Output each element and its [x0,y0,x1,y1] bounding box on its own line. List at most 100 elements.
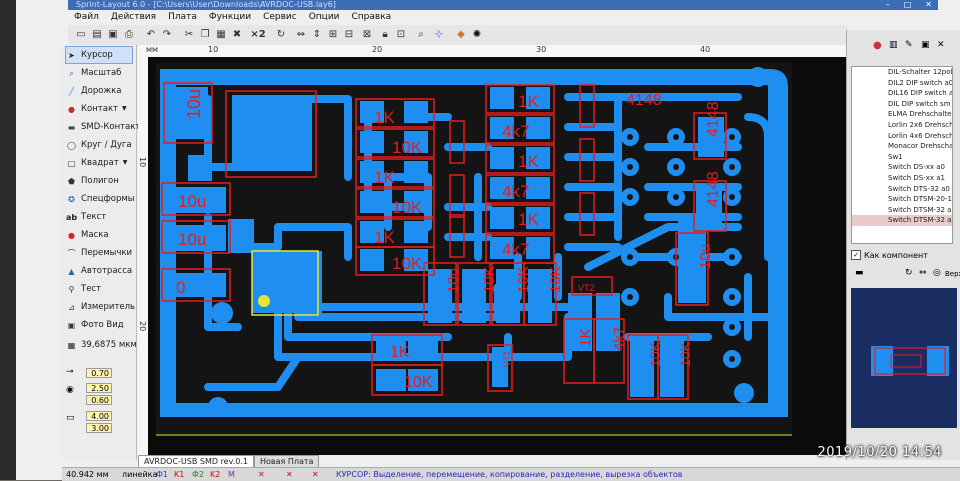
layer-toggle[interactable]: K2 [210,470,221,479]
as-component-checkbox[interactable]: ✓ Как компонент [851,250,928,260]
list-item[interactable]: ELMA Drehschalter [888,110,953,119]
lock-icon[interactable]: 🔒︎ [382,29,388,40]
status-bar: 40.942 мм линейка Ф1 K1 Ф2 K2 M ✕ ✕ ✕ КУ… [62,467,960,481]
close-icon[interactable]: ✕ [925,0,946,9]
tool-mask[interactable]: ●Маска [66,227,109,243]
minimize-icon[interactable]: – [885,0,904,9]
zoom-fit-icon[interactable]: ⊹ [434,29,444,40]
tool-smd-pad[interactable]: ▬SMD-Контакт [66,119,141,135]
tool-special-shapes[interactable]: ✪Спецформы [66,191,134,207]
window-controls[interactable]: –□✕ [886,0,946,10]
paste-icon[interactable]: ▦ [216,29,226,40]
tool-zoom[interactable]: ⌕Масштаб [66,65,121,81]
layer-toggle[interactable]: Ф2 [192,470,204,479]
layer-icon[interactable]: ▬ [855,268,864,278]
mirror-h-icon[interactable]: ⇔ [296,29,306,40]
pad [376,369,406,391]
tool-track[interactable]: ╱Дорожка [66,83,121,99]
tool-pad[interactable]: ●Контакт▼ [66,101,127,117]
pcb-canvas[interactable]: 10u 10u 10u 0 1K 10K 1K 10K 1K 10K 1K 4k… [148,57,854,455]
track-width-input[interactable]: 0.70 [86,368,112,378]
layer-toggle[interactable]: Ф1 [156,470,168,479]
list-item[interactable]: Switch DTSM-32 a1 [888,205,953,214]
maximize-icon[interactable]: □ [903,0,926,9]
layer-toggle[interactable]: M [228,470,235,479]
group-icon[interactable]: ⊟ [344,29,354,40]
rotate-icon[interactable]: ↻ [276,29,286,40]
zoom-factor-button[interactable]: ×2 [250,29,266,40]
tool-cursor[interactable]: ➤Курсор [65,46,133,64]
list-item[interactable]: Lorlin 4x6 Drehschal [888,131,953,140]
pad-outer-input[interactable]: 2.50 [86,383,112,393]
zoom-icon[interactable]: ⌕ [418,29,424,40]
label-r20: 10K [647,341,663,367]
component-icon[interactable]: ◆ [457,29,465,40]
list-item[interactable]: DIL2 DIP switch a01 [888,78,953,87]
label-r6: 10K [392,254,423,273]
menu-service[interactable]: Сервис [263,12,297,22]
delete-icon[interactable]: ✖ [232,29,242,40]
list-item[interactable]: Monacor Drehschalt [888,142,953,151]
mask-icon: ● [68,230,75,240]
new-file-icon[interactable]: ▭ [76,29,86,40]
align-icon[interactable]: ⊞ [328,29,338,40]
library-icon[interactable]: ▥ [889,40,898,50]
tool-polygon[interactable]: ⬟Полигон [66,173,119,189]
list-item[interactable]: Switch DS-xx a1 [888,173,945,182]
tab-avrdoc[interactable]: AVRDOC-USB SMD rev.0.1 [138,455,254,467]
tool-photo-view[interactable]: ▣Фото Вид [66,317,124,333]
list-item[interactable]: DIL16 DIP switch a0 [888,89,953,98]
save-icon[interactable]: ▣ [108,29,118,40]
list-item[interactable]: Lorlin 2x6 Drehschal [888,120,953,129]
list-item[interactable]: Switch DTSM-20-130 [888,195,952,204]
chevron-down-icon[interactable]: ▼ [122,159,128,166]
label-r15: 10K [547,266,564,293]
list-item[interactable]: Switch DS-xx a0 [888,163,945,172]
tool-test[interactable]: ⚲Тест [66,281,101,297]
list-item[interactable]: DIL-Schalter 12pol [888,68,953,76]
chevron-down-icon[interactable]: ▼ [122,105,127,112]
copy-icon[interactable]: ❐ [200,29,210,40]
smd-height-input[interactable]: 3.00 [86,423,112,433]
library-list[interactable]: DIL-Schalter 12pol DIL2 DIP switch a01 D… [851,66,953,244]
list-item[interactable]: Switch DTS-32 a0 [888,184,950,193]
list-item[interactable]: Sw1 [888,152,903,161]
menu-actions[interactable]: Действия [110,12,157,22]
pad-inner-input[interactable]: 0.60 [86,395,112,405]
open-folder-icon[interactable]: ▤ [92,29,102,40]
ungroup-icon[interactable]: ⊠ [362,29,372,40]
record-icon[interactable]: ● [873,40,882,51]
grid-selector[interactable]: ▦39,6875 мкм [66,337,137,353]
mirror-v-icon[interactable]: ⇕ [312,29,322,40]
unlock-icon[interactable]: ⊡ [396,29,406,40]
cut-icon[interactable]: ✂ [184,29,194,40]
view-icon[interactable]: ◎ [933,268,941,278]
list-item[interactable]: DIL DIP switch sm [888,99,951,108]
close-icon[interactable]: ✕ [937,40,945,50]
edit-icon[interactable]: ✎ [905,40,913,50]
tool-measure[interactable]: ⊿Измеритель [66,299,135,315]
tab-new-board[interactable]: Новая Плата [253,455,320,467]
redo-icon[interactable]: ↷ [162,29,172,40]
menu-board[interactable]: Плата [168,12,197,22]
menu-help[interactable]: Справка [351,12,392,22]
rotate-icon[interactable]: ↻ [905,268,913,278]
tool-autoroute[interactable]: ▲Автотрасса [66,263,132,279]
menu-functions[interactable]: Функции [208,12,252,22]
layer-toggle[interactable]: K1 [174,470,185,479]
tool-jumper[interactable]: ⌒Перемычки [66,245,133,261]
pad [408,339,438,361]
undo-icon[interactable]: ↶ [146,29,156,40]
menu-options[interactable]: Опции [308,12,340,22]
print-icon[interactable]: ⎙ [125,29,133,40]
smd-width-input[interactable]: 4.00 [86,411,112,421]
tool-square[interactable]: □Квадрат▼ [66,155,128,171]
save-icon[interactable]: ▣ [921,40,930,50]
tool-circle[interactable]: ◯Круг / Дуга [66,137,132,153]
mirror-icon[interactable]: ⇔ [919,268,927,278]
checkbox-checked-icon[interactable]: ✓ [851,250,861,260]
settings-icon[interactable]: ✺ [472,29,482,40]
list-item-selected[interactable]: Switch DTSM-32 a2 [852,215,952,226]
menu-file[interactable]: Файл [74,12,99,22]
